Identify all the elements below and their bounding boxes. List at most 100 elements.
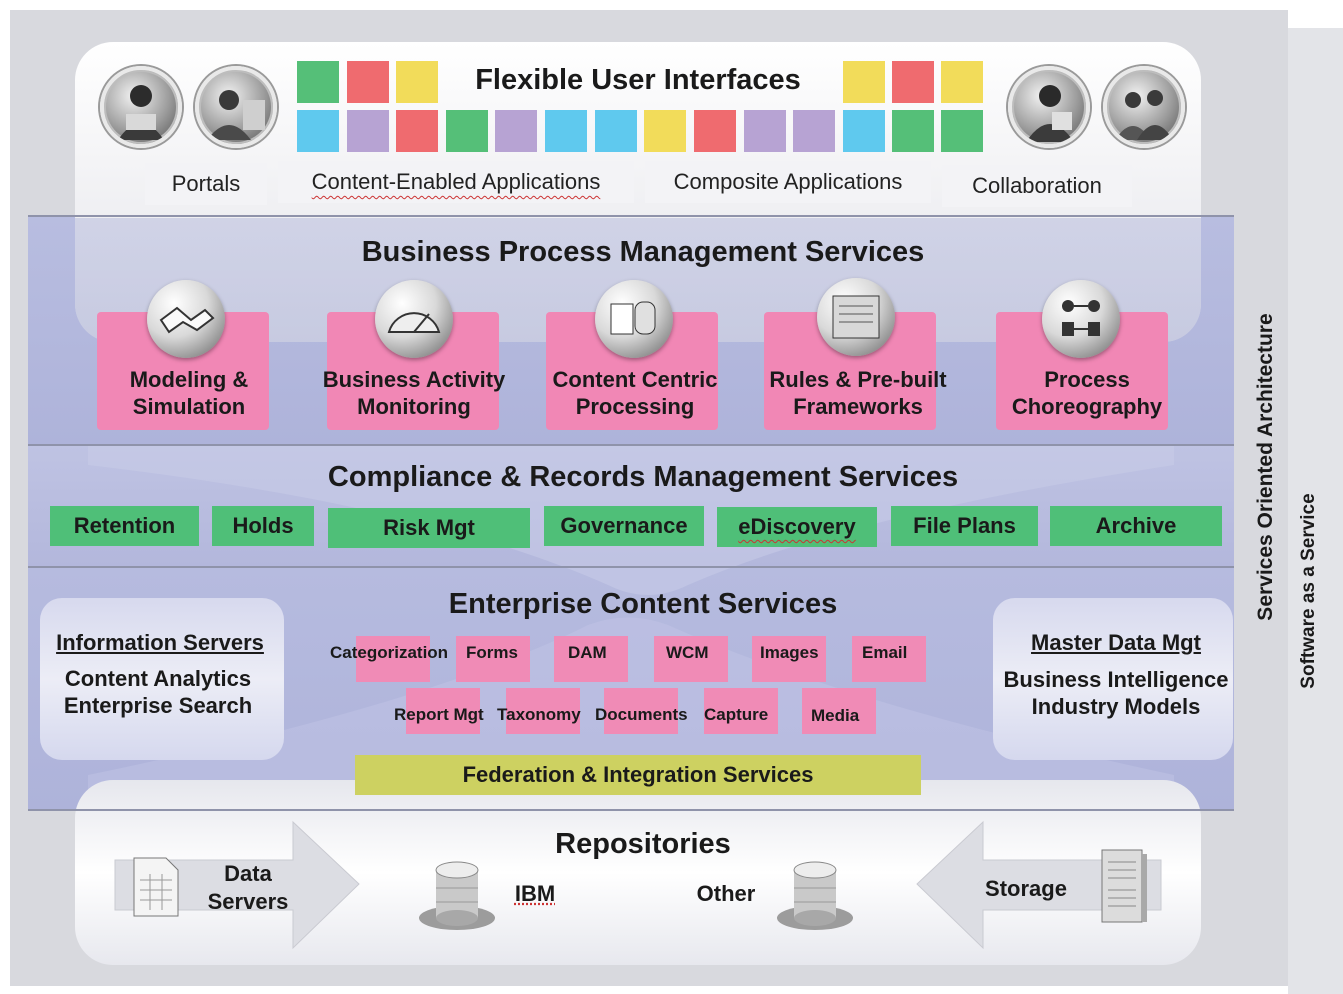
ecs-box [802,688,876,734]
separator-line [28,809,1234,811]
bpm-card-label: Simulation [132,394,246,419]
saas-strip [1288,28,1343,994]
ecs-box [654,636,728,682]
ecs-box [554,636,628,682]
ibm-database-icon [418,856,496,934]
separator-line [28,566,1234,568]
ecs-box [752,636,826,682]
retention-box: Retention [50,506,199,546]
color-tile [843,61,885,103]
flowchart-icon [147,280,225,358]
documents-label: Documents [595,705,688,724]
dam-label: DAM [568,643,607,662]
color-tile [892,61,934,103]
ecs-box [604,688,678,734]
ecs-layer-title: Enterprise Content Services [448,588,838,620]
business-intelligence-label: Business Intelligence [1003,667,1229,692]
master-data-box [993,598,1233,760]
ecs-box [406,688,480,734]
bpm-card-label: Rules & Pre-built [769,367,947,392]
content-analytics-label: Content Analytics [64,666,252,691]
portals-label: Portals [145,163,267,205]
holds-box: Holds [212,506,314,546]
ecs-box [356,636,430,682]
wcm-label: WCM [666,643,709,662]
choreography-icon [1042,280,1120,358]
email-label: Email [862,643,908,662]
color-tile [297,110,339,152]
user-photo-icon [1008,66,1090,148]
capture-label: Capture [704,705,769,724]
other-database-icon [776,856,854,934]
server-icon [1098,848,1148,924]
information-servers-box [40,598,284,760]
color-tile [744,110,786,152]
color-tile [396,61,438,103]
color-tile [347,110,389,152]
saas-vertical-label: Software as a Service [1298,493,1319,689]
color-tile [644,110,686,152]
archive-box: Archive [1050,506,1222,546]
color-tile [495,110,537,152]
ecs-box [456,636,530,682]
gauge-icon [375,280,453,358]
data-servers-label: Servers [207,889,289,914]
other-label: Other [696,881,756,906]
user-photo-icon [1103,66,1185,148]
color-tile [892,110,934,152]
bpm-layer-title: Business Process Management Services [361,236,925,268]
color-tile [545,110,587,152]
bpm-card-label: Business Activity [322,367,506,392]
color-tile [941,110,983,152]
data-servers-label: Data [224,861,272,886]
bpm-card-label: Content Centric [552,367,718,392]
report-mgt-label: Report Mgt [394,705,484,724]
media-label: Media [811,706,860,725]
separator-line [28,215,1234,217]
color-tile [941,61,983,103]
bpm-card-label: Process [1044,367,1130,392]
soa-vertical-label: Services Oriented Architecture [1254,313,1277,621]
taxonomy-label: Taxonomy [497,705,581,724]
separator-line [28,444,1234,446]
enterprise-search-label: Enterprise Search [63,693,253,718]
bpm-card-label: Modeling & [129,367,249,392]
color-tile [843,110,885,152]
color-tile [396,110,438,152]
scroll-icon [817,278,895,356]
user-photo-icon [100,66,182,148]
color-tile [595,110,637,152]
ibm-label: IBM [514,881,556,906]
bpm-card-label: Frameworks [793,394,923,419]
repositories-title: Repositories [555,828,731,860]
forms-label: Forms [466,643,518,662]
color-tile [793,110,835,152]
documents-database-icon [595,280,673,358]
categorization-label: Categorization [330,643,449,662]
ecs-box [506,688,580,734]
information-servers-heading: Information Servers [56,630,264,655]
collaboration-label: Collaboration [942,165,1132,207]
governance-box: Governance [544,506,704,546]
risk-mgt-box: Risk Mgt [328,508,530,548]
spreadsheet-icon [132,856,180,918]
bpm-card-label: Processing [575,394,695,419]
bpm-card-label: Monitoring [357,394,471,419]
ediscovery-box: eDiscovery [717,507,877,547]
color-tile [694,110,736,152]
ui-layer-title: Flexible User Interfaces [475,64,801,96]
color-tile [446,110,488,152]
ecs-box [852,636,926,682]
federation-integration-bar: Federation & Integration Services [355,755,921,795]
industry-models-label: Industry Models [1031,694,1201,719]
storage-label: Storage [985,876,1067,901]
file-plans-box: File Plans [891,506,1038,546]
compliance-layer-title: Compliance & Records Management Services [327,461,959,493]
images-label: Images [760,643,819,662]
content-enabled-apps-label: Content-Enabled Applications [278,161,634,203]
ecs-box [704,688,778,734]
color-tile [347,61,389,103]
master-data-heading: Master Data Mgt [1031,630,1201,655]
color-tile [297,61,339,103]
bpm-card-label: Choreography [1011,394,1163,419]
